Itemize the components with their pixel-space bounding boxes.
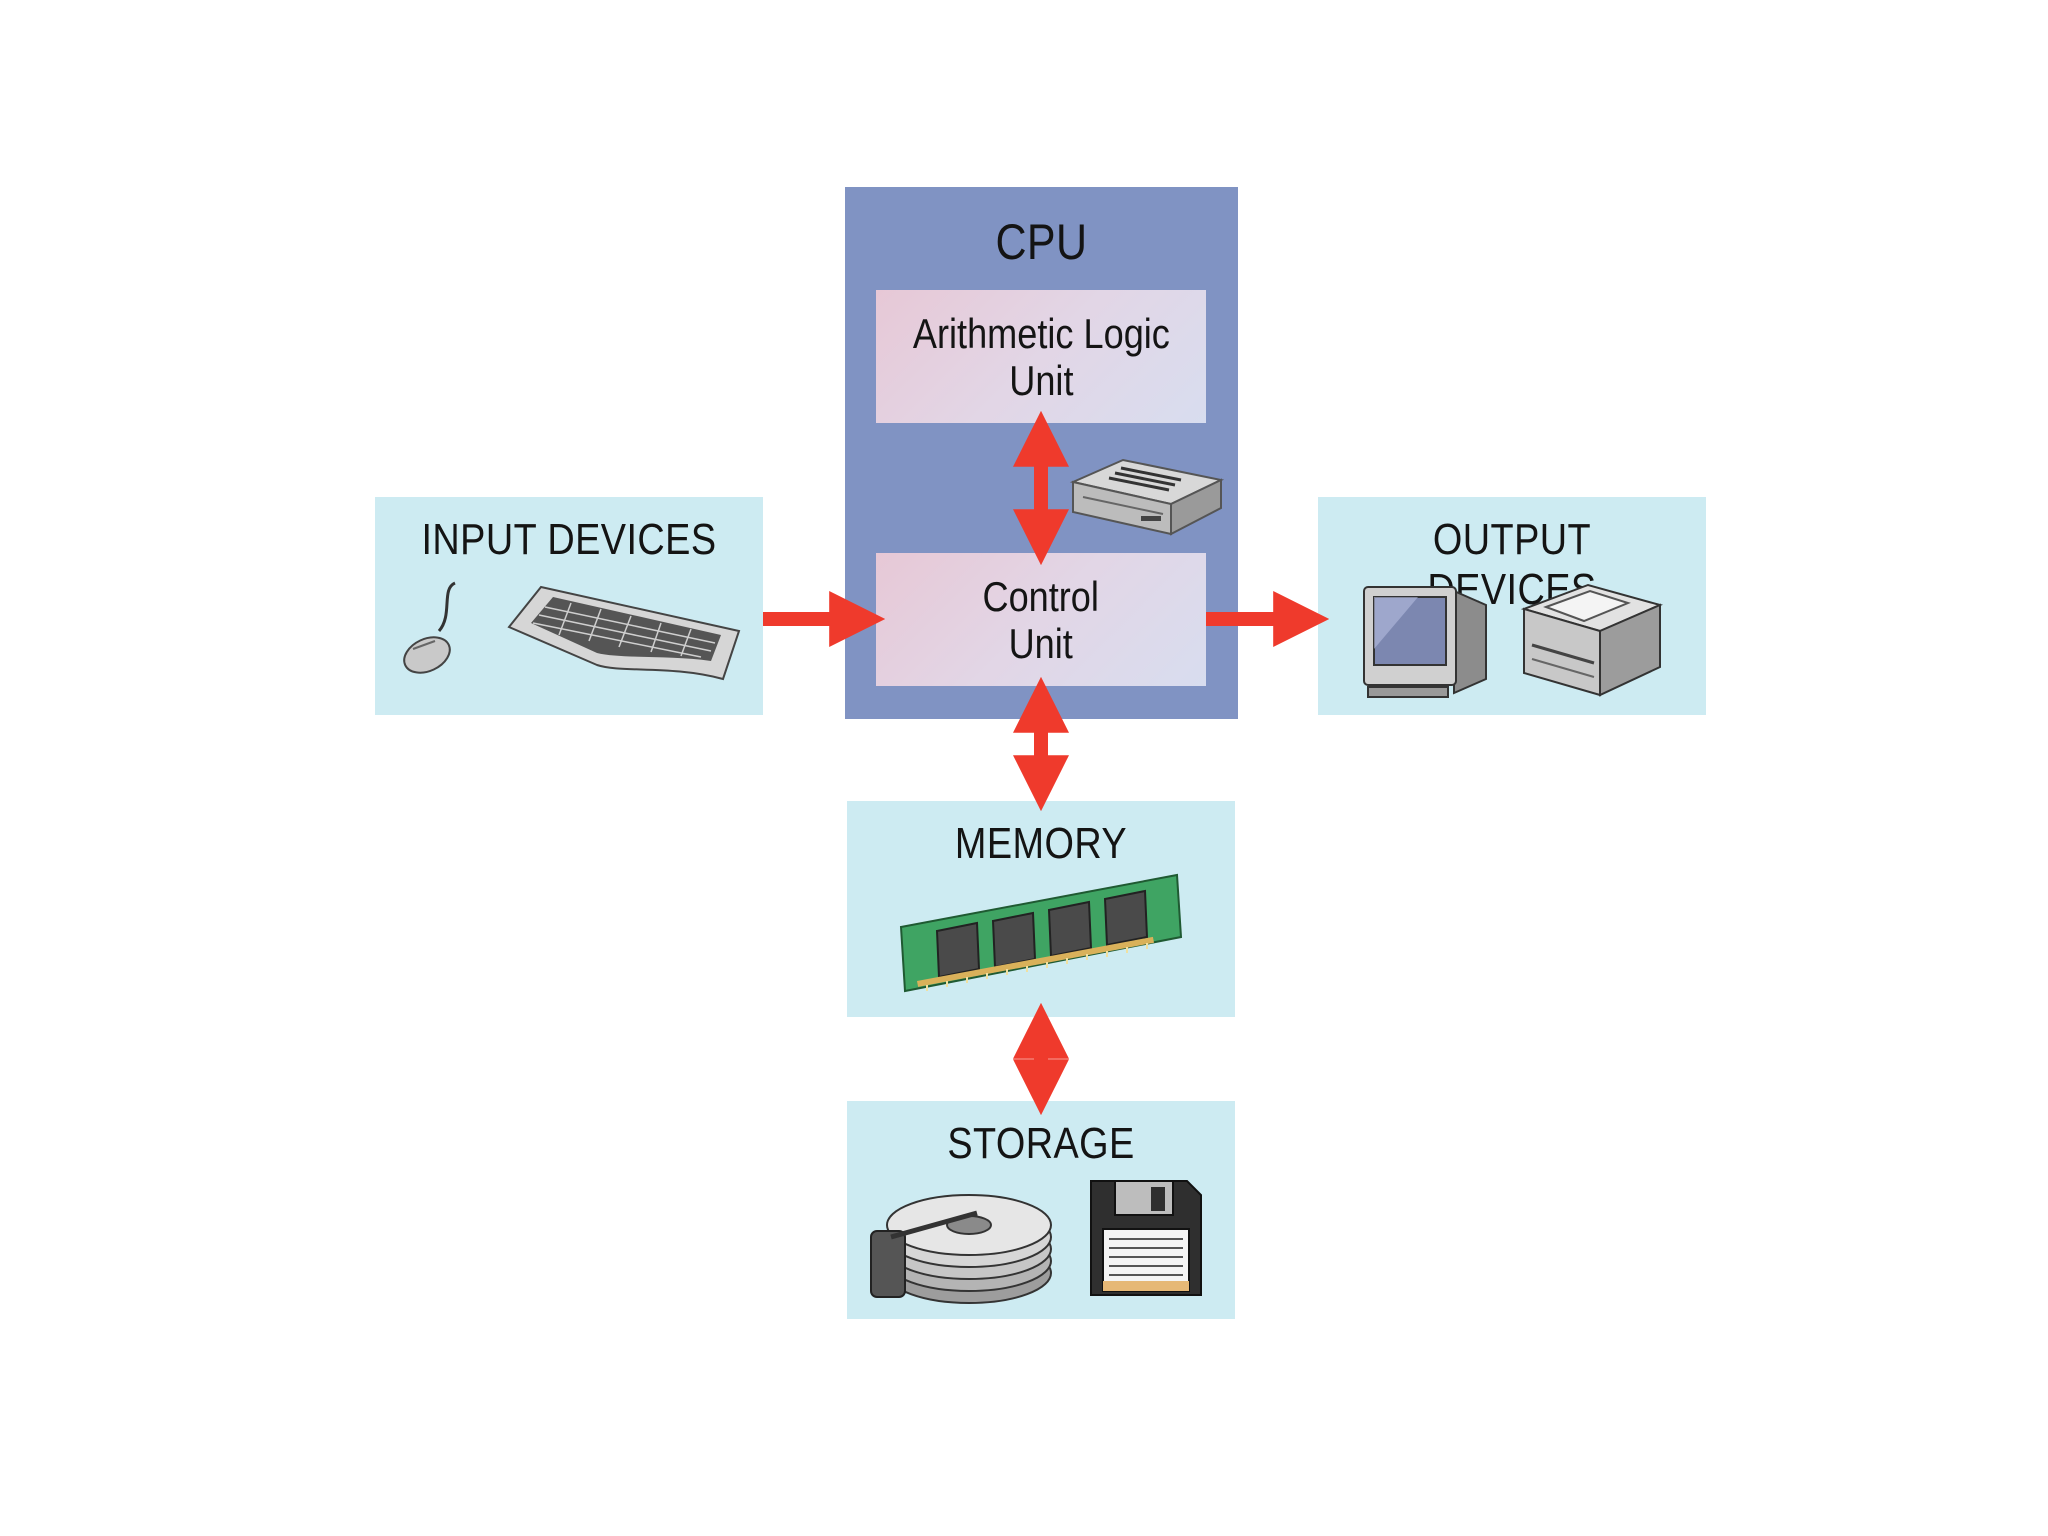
hard-disk-icon xyxy=(870,1194,1052,1304)
control-unit-label: Control Unit xyxy=(982,572,1100,667)
alu-label: Arithmetic Logic Unit xyxy=(912,309,1170,404)
memory-title: MEMORY xyxy=(954,819,1128,868)
floppy-disk-icon xyxy=(1090,1180,1202,1296)
memory-box: MEMORY xyxy=(847,801,1235,1017)
cpu-box: CPU Arithmetic Logic Unit Control Unit xyxy=(845,187,1238,719)
ram-module-icon xyxy=(899,873,1183,993)
processor-device-icon xyxy=(1069,458,1225,536)
control-unit-box: Control Unit xyxy=(876,553,1206,686)
monitor-icon xyxy=(1363,586,1487,698)
output-devices-box: OUTPUT DEVICES xyxy=(1318,497,1706,715)
keyboard-icon xyxy=(507,585,741,681)
printer-icon xyxy=(1520,583,1663,697)
storage-box: STORAGE xyxy=(847,1101,1235,1319)
input-devices-box: INPUT DEVICES xyxy=(375,497,763,715)
mouse-icon xyxy=(403,581,456,674)
cpu-title: CPU xyxy=(995,214,1088,270)
alu-box: Arithmetic Logic Unit xyxy=(876,290,1206,423)
storage-title: STORAGE xyxy=(947,1119,1135,1168)
input-devices-title: INPUT DEVICES xyxy=(421,515,717,564)
